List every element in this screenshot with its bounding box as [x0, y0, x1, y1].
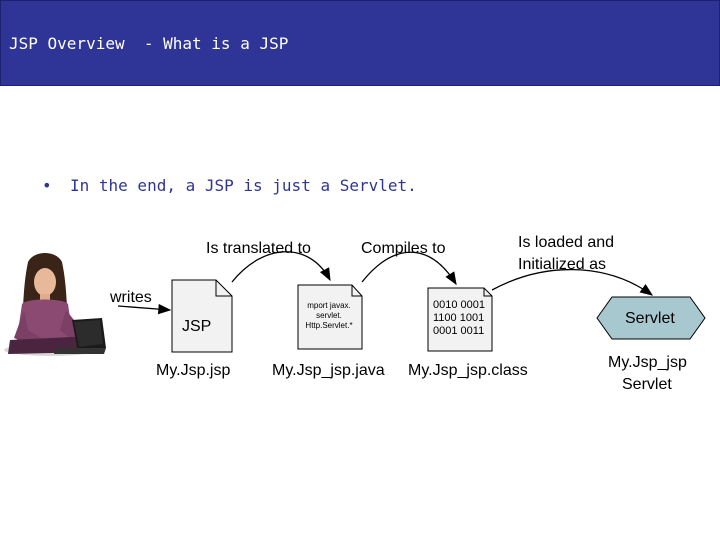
servlet-content: Servlet — [625, 310, 675, 327]
java-doc-content: mport javax. servlet. Http.Servlet.* — [298, 301, 360, 331]
bullet-text: In the end, a JSP is just a Servlet. — [70, 176, 417, 195]
class-caption: My.Jsp_jsp.class — [408, 362, 528, 379]
loaded-label-line1: Is loaded and — [518, 234, 615, 251]
class-document-icon — [427, 287, 493, 352]
loaded-arrow — [491, 268, 654, 296]
jsp-caption: My.Jsp.jsp — [156, 362, 231, 379]
java-code-line-3: Http.Servlet.* — [305, 321, 353, 330]
servlet-caption-line1: My.Jsp_jsp — [608, 354, 687, 371]
bytecode-line-1: 0010 0001 — [433, 299, 485, 311]
class-doc-content: 0010 0001 1100 1001 0001 0011 — [433, 299, 485, 338]
jsp-document-icon — [171, 279, 233, 353]
servlet-shape — [596, 296, 706, 340]
java-code-line-1: mport javax. — [307, 301, 351, 310]
jsp-doc-content: JSP — [182, 318, 212, 335]
java-code-line-2: servlet. — [316, 311, 342, 320]
writes-arrow — [117, 303, 172, 315]
translated-arrow — [231, 251, 331, 283]
compiles-arrow — [361, 251, 457, 286]
woman-with-laptop-icon — [4, 253, 106, 356]
slide-title: JSP Overview - What is a JSP — [9, 34, 289, 53]
title-bar: JSP Overview - What is a JSP — [0, 0, 720, 86]
writes-label: writes — [110, 289, 152, 306]
bytecode-line-2: 1100 1001 — [433, 312, 485, 324]
java-document-icon — [297, 284, 363, 350]
java-caption: My.Jsp_jsp.java — [272, 362, 385, 379]
bytecode-line-3: 0001 0011 — [433, 325, 485, 337]
bullet-marker: • — [42, 176, 52, 195]
compiles-label: Compiles to — [361, 240, 446, 257]
translated-label: Is translated to — [206, 240, 311, 257]
servlet-caption-line2: Servlet — [622, 376, 672, 393]
loaded-label-line2: Initialized as — [518, 256, 607, 273]
